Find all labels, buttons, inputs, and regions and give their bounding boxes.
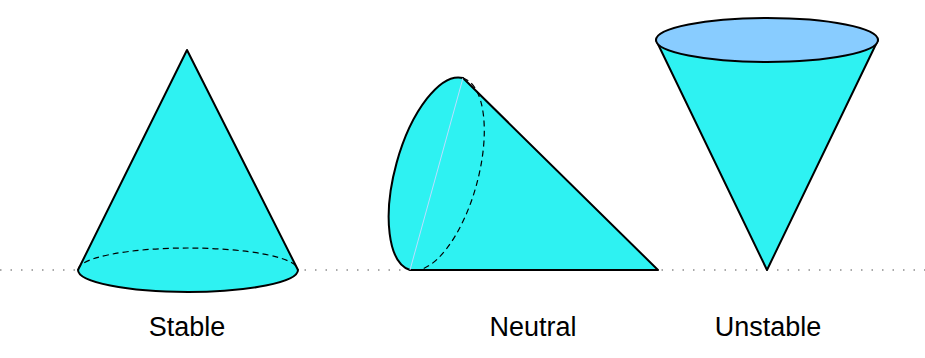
neutral-cone <box>389 77 658 270</box>
stability-label: Unstable <box>715 313 822 343</box>
stable-cone <box>78 50 298 292</box>
unstable-cone <box>656 18 878 270</box>
stability-label: Stable <box>149 313 226 343</box>
stability-label: Neutral <box>489 313 576 343</box>
